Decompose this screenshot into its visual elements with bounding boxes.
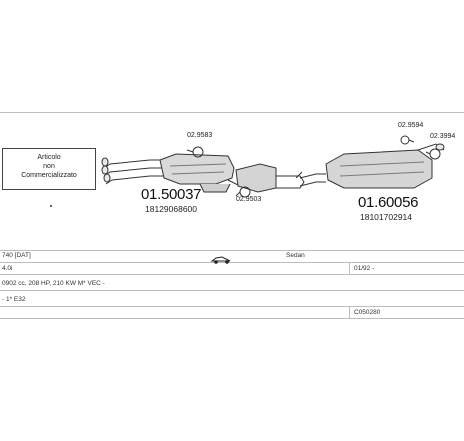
row-divider-top <box>0 112 464 113</box>
row-divider-6 <box>0 318 464 319</box>
rear-muffler-part-number[interactable]: 01.60056 <box>358 194 419 211</box>
row-divider-1 <box>0 250 464 251</box>
center-muffler-icon <box>227 163 305 193</box>
production-date: 01/92 - <box>354 265 375 272</box>
body-type: Sedan <box>286 252 305 259</box>
rear-muffler-icon <box>325 143 445 189</box>
catalog-code: C050280 <box>354 309 381 316</box>
sedan-car-icon <box>210 256 231 264</box>
row-divider-2 <box>0 262 464 263</box>
clamp-top-left-icon <box>186 146 204 158</box>
engine-specification: 0902 cc, 208 HP, 210 KW M* VEC - <box>2 280 105 287</box>
front-muffler-part-number[interactable]: 01.50037 <box>141 186 202 203</box>
rear-muffler-oe-number: 18101702914 <box>360 212 413 222</box>
clamp-top-right-a-label[interactable]: 02.9594 <box>398 122 424 129</box>
row-divider-4 <box>0 290 464 291</box>
clamp-top-left-label[interactable]: 02.9583 <box>187 132 213 139</box>
row-divider-3 <box>0 274 464 275</box>
front-pipes-icon <box>101 157 178 185</box>
clamp-top-right-a-icon <box>400 135 415 145</box>
front-muffler-icon <box>159 153 235 193</box>
note-line-3: Commercializzato <box>21 172 77 179</box>
not-available-note: Articolo non Commercializzato <box>2 148 96 190</box>
rear-pipe-icon <box>299 173 326 187</box>
engine-size: 4.0i <box>2 265 13 272</box>
chassis-code: - 1* E32 <box>2 296 26 303</box>
vehicle-model: 740 [DAT] <box>2 252 31 259</box>
clamp-top-right-b-label[interactable]: 02.3994 <box>430 133 456 140</box>
column-divider-2 <box>349 306 350 318</box>
note-line-1: Articolo <box>37 154 61 161</box>
note-line-2: non <box>43 163 55 170</box>
row-divider-5 <box>0 306 464 307</box>
front-muffler-oe-number: 18129068600 <box>145 204 198 214</box>
clamp-bottom-left-icon <box>235 186 251 198</box>
clamp-bottom-left-label[interactable]: 02.9503 <box>236 196 262 203</box>
column-divider <box>349 262 350 274</box>
marker-dot <box>50 205 52 207</box>
clamp-top-right-b-icon <box>425 148 441 160</box>
